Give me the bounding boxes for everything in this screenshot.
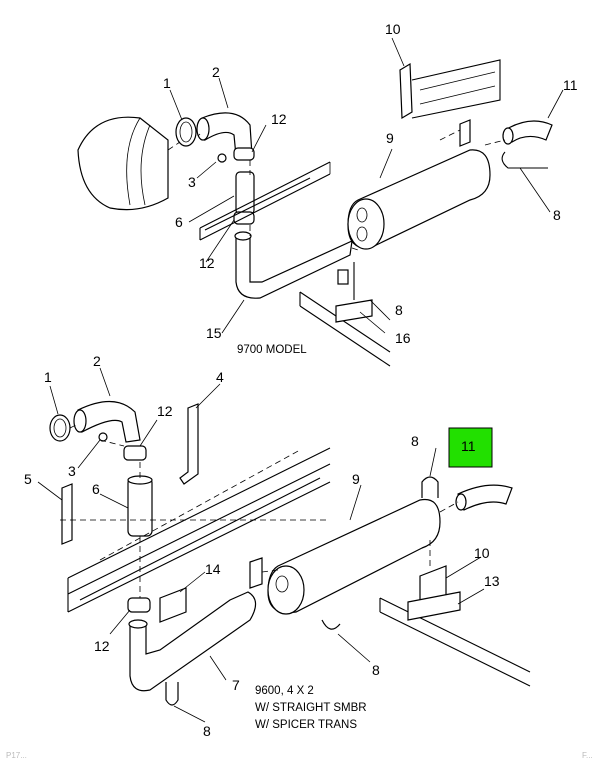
- callout-label: 15: [206, 325, 222, 341]
- callout-label: 11: [563, 77, 578, 93]
- callout-label: 9: [386, 130, 394, 146]
- tail-pipe: [504, 120, 553, 143]
- frame-rail: [199, 161, 331, 241]
- bracket: [179, 403, 199, 485]
- callout-label: 9: [352, 471, 360, 487]
- callout-label: 4: [216, 369, 224, 385]
- turbo-housing: [77, 116, 169, 211]
- callout-label: 8: [395, 302, 403, 318]
- top-assembly: 1 2 3 12 6 12 15 10 11 9 8 8 16 9700 MOD…: [77, 21, 578, 367]
- muffler-bracket: [399, 59, 501, 120]
- bottom-assembly: 1 2 3 12 4 5 6 14 12 7 8 8 9 11 10 13 8 …: [24, 353, 531, 739]
- elbow-pipe: [77, 400, 141, 443]
- u-bolt: [165, 682, 179, 706]
- hanger-bracket: [299, 262, 391, 367]
- clamp: [175, 117, 197, 147]
- caption-line: W/ SPICER TRANS: [255, 719, 357, 731]
- bracket: [61, 483, 73, 545]
- callout-label: 16: [395, 330, 411, 346]
- callout-label: 3: [68, 463, 76, 479]
- callout-label: 12: [271, 111, 287, 127]
- callout-label: 3: [188, 174, 196, 190]
- callout-label: 14: [205, 561, 221, 577]
- callout-label: 1: [44, 369, 52, 385]
- muffler: [267, 498, 441, 615]
- caption-line: 9600, 4 X 2: [255, 685, 314, 697]
- callout-label: 8: [372, 662, 380, 678]
- connector-pipe: [235, 171, 255, 215]
- callout-label: 1: [163, 75, 171, 91]
- nut: [217, 153, 227, 163]
- callout-label: 6: [175, 214, 183, 230]
- muffler: [347, 149, 491, 250]
- u-bolt: [321, 619, 341, 630]
- callout-label: 2: [212, 64, 220, 80]
- clamp: [233, 147, 255, 161]
- clamp: [123, 445, 147, 461]
- u-clamp: [459, 119, 471, 147]
- highlight-box[interactable]: [448, 427, 493, 468]
- callout-label: 12: [94, 638, 110, 654]
- callout-label: 8: [553, 207, 561, 223]
- footer-right: F...: [582, 751, 593, 760]
- callout-label: 7: [232, 677, 240, 693]
- callout-label: 12: [199, 255, 215, 271]
- clamp: [127, 597, 151, 613]
- tail-pipe: [457, 484, 513, 511]
- u-bolt: [421, 476, 439, 498]
- callout-label: 10: [474, 545, 490, 561]
- callout-label: 5: [24, 471, 32, 487]
- u-clamp: [249, 557, 263, 589]
- frame-rail: [60, 447, 331, 613]
- exhaust-pipe: [235, 235, 353, 299]
- callout-label: 8: [203, 723, 211, 739]
- bracket: [159, 587, 187, 623]
- callout-label: 8: [411, 433, 419, 449]
- callout-label: 6: [92, 481, 100, 497]
- callout-label: 10: [385, 21, 401, 37]
- callout-label: 13: [484, 573, 500, 589]
- exhaust-pipe: [129, 591, 257, 692]
- connector-pipe: [127, 477, 153, 537]
- frame-rail: [379, 591, 531, 687]
- caption-top: 9700 MODEL: [237, 344, 307, 356]
- callout-label: 2: [93, 353, 101, 369]
- callout-label: 12: [157, 403, 173, 419]
- caption-line: W/ STRAIGHT SMBR: [255, 702, 367, 714]
- highlighted-callout[interactable]: 11: [448, 427, 493, 468]
- footer-left: P17...: [6, 751, 27, 760]
- callout-label-highlighted[interactable]: 11: [461, 438, 476, 454]
